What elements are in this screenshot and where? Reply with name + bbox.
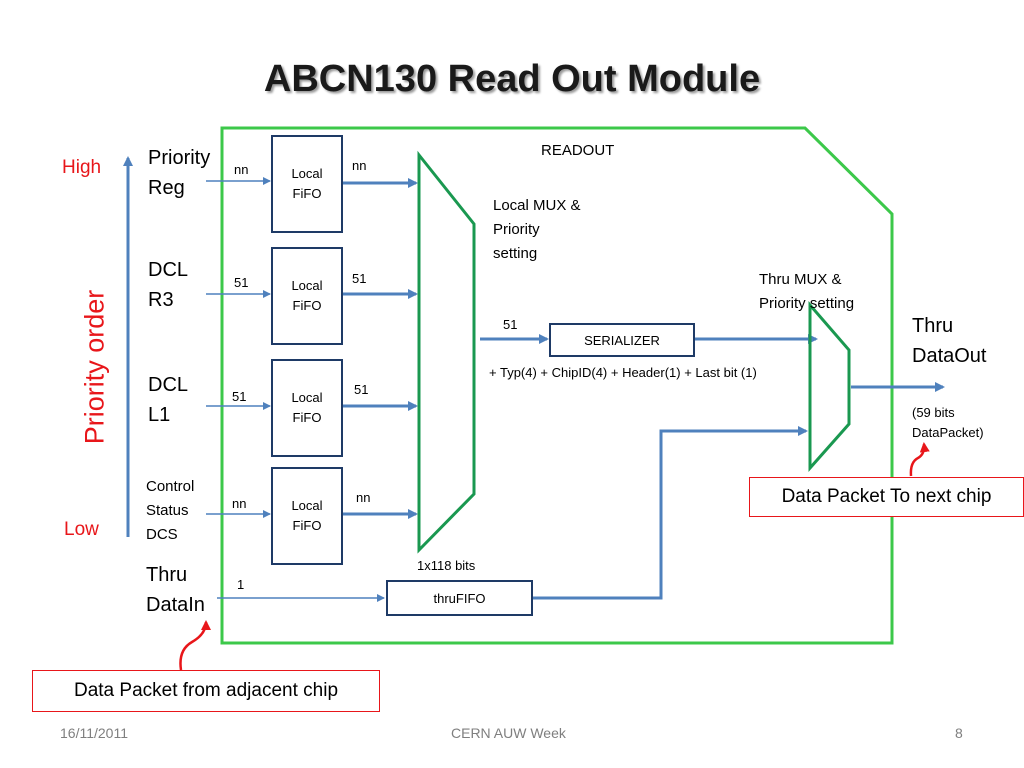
thru-input-width: 1 <box>237 577 245 592</box>
thrufifo-size-label: 1x118 bits <box>417 558 476 573</box>
serializer-box: SERIALIZER <box>549 323 695 357</box>
fifo-out-width-4: nn <box>356 490 371 505</box>
input-width-1: nn <box>234 162 249 177</box>
priority-high-label: High <box>62 157 102 178</box>
input-width-2: 51 <box>234 275 249 290</box>
to-next-red-arrow <box>909 442 930 477</box>
thru-mux-shape <box>808 300 851 472</box>
input-width-4: nn <box>232 496 247 511</box>
callout-to-next-chip: Data Packet To next chip <box>749 477 1024 517</box>
footer-event: CERN AUW Week <box>451 725 566 741</box>
callout-from-adjacent-chip: Data Packet from adjacent chip <box>32 670 380 712</box>
from-adjacent-red-arrow <box>179 620 211 671</box>
local-mux-shape <box>417 150 476 554</box>
thru-mux-label: Thru MUX &Priority setting <box>759 271 855 312</box>
footer-date: 16/11/2011 <box>60 725 128 741</box>
serializer-note: + Typ(4) + ChipID(4) + Header(1) + Last … <box>489 365 757 380</box>
fifo-out-width-1: nn <box>352 158 367 173</box>
priority-order-label: Priority order <box>79 289 110 445</box>
priority-low-label: Low <box>64 519 99 540</box>
page-title: ABCN130 Read Out Module <box>263 58 761 100</box>
serializer-input-width: 51 <box>503 317 518 332</box>
footer-page-number: 8 <box>955 725 963 741</box>
thrufifo-box: thruFIFO <box>386 580 533 616</box>
serializer-label: SERIALIZER <box>584 332 660 348</box>
readout-label: READOUT <box>541 142 615 159</box>
callout-to-next-chip-text: Data Packet To next chip <box>781 486 992 507</box>
callout-from-adjacent-chip-text: Data Packet from adjacent chip <box>73 680 339 701</box>
fifo-out-width-2: 51 <box>352 271 367 286</box>
readout-boundary <box>220 126 894 645</box>
thrufifo-to-thru-mux-arrow <box>531 426 808 600</box>
input-width-3: 51 <box>232 389 247 404</box>
thrufifo-label: thruFIFO <box>433 590 486 606</box>
fifo-out-width-3: 51 <box>354 382 369 397</box>
